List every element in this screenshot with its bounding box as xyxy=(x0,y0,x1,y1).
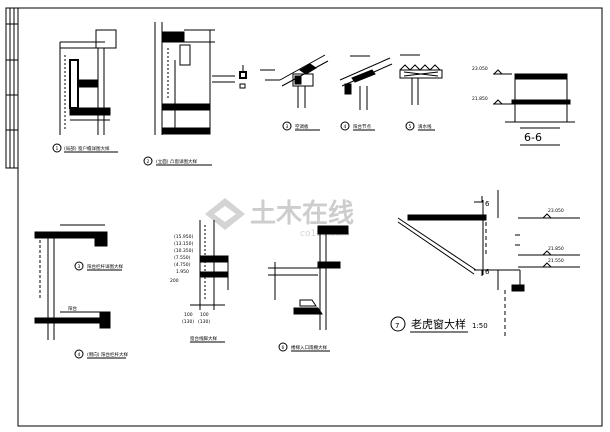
section-6-6: 23.050 21.850 6-6 xyxy=(472,66,575,146)
elev-top-upper: 23.050 xyxy=(472,66,488,72)
detail-1: 1 (局部) 窗户檐详图大样 xyxy=(52,29,118,153)
detail-4-marker xyxy=(340,121,350,131)
detail-7-title: 老虎窗大样 xyxy=(411,317,466,331)
svg-text:阳台: 阳台 xyxy=(68,305,77,312)
elev-top-lower: 21.850 xyxy=(472,96,488,102)
svg-text:100: 100 xyxy=(200,312,209,318)
elev-right-2: 21.850 xyxy=(548,246,564,252)
detail-3-title: 空调板 xyxy=(295,123,309,130)
svg-text:2: 2 xyxy=(147,159,150,165)
detail-2: 2 (立面) 凸窗详图大样 xyxy=(143,22,215,166)
detail-6: 6 楼梯入口雨棚大样 xyxy=(268,225,349,352)
detail-5: 5 滴水线 xyxy=(399,54,443,131)
detail-5-title: 滴水线 xyxy=(418,123,432,130)
detail-side-railing: 阳台 4 (侧向) 阳台栏杆大样 xyxy=(34,300,128,359)
detail-b-marker xyxy=(74,349,84,359)
detail-3-marker xyxy=(282,121,292,131)
detail-7-scale: 1:50 xyxy=(472,322,488,330)
svg-text:(130): (130) xyxy=(182,319,194,325)
detail-a-marker xyxy=(74,261,84,271)
svg-text:(130): (130) xyxy=(198,319,210,325)
detail-1-marker xyxy=(52,143,62,153)
svg-text:(4.750): (4.750) xyxy=(174,262,191,268)
svg-text:4: 4 xyxy=(78,352,81,358)
svg-text:(13.150): (13.150) xyxy=(174,241,194,247)
detail-4: 4 阳台节点 xyxy=(339,55,393,131)
detail-b-title: (侧向) 阳台栏杆大样 xyxy=(87,351,128,358)
elev-right-1: 23.050 xyxy=(548,208,564,214)
section-mark-upper: 6 xyxy=(485,200,490,208)
detail-6-title: 楼梯入口雨棚大样 xyxy=(291,344,327,351)
detail-3: 3 空调板 xyxy=(260,54,329,131)
detail-6-marker xyxy=(278,342,288,352)
detail-1-title: (局部) 窗户檐详图大样 xyxy=(64,145,110,152)
detail-c-title: 窗台线脚大样 xyxy=(190,335,217,342)
svg-text:(15.950): (15.950) xyxy=(174,234,194,240)
svg-text:6: 6 xyxy=(282,345,285,351)
svg-text:1: 1 xyxy=(56,146,59,152)
sheet-border xyxy=(17,7,603,427)
detail-2-title: (立面) 凸窗详图大样 xyxy=(156,158,197,165)
svg-text:200: 200 xyxy=(170,278,179,284)
detail-7-marker xyxy=(390,316,406,332)
svg-text:3: 3 xyxy=(78,264,81,270)
section-title: 6-6 xyxy=(524,131,542,144)
symbol-small xyxy=(212,65,247,89)
svg-text:100: 100 xyxy=(184,312,193,318)
detail-5-marker xyxy=(405,121,415,131)
svg-text:7: 7 xyxy=(395,322,399,330)
svg-text:(10.350): (10.350) xyxy=(174,248,194,254)
svg-text:1.950: 1.950 xyxy=(176,269,189,275)
svg-text:5: 5 xyxy=(409,124,412,130)
title-strip xyxy=(5,7,19,169)
svg-text:4: 4 xyxy=(344,124,347,130)
detail-4-title: 阳台节点 xyxy=(353,123,371,130)
detail-a-title: 阳台栏杆详图大样 xyxy=(87,263,123,270)
detail-sill: (15.950) (13.150) (10.350) (7.550) (4.75… xyxy=(170,220,229,343)
detail-7: 6 6 23.050 21.850 21.550 7 老虎窗大样 1:50 xyxy=(390,190,580,336)
watermark-logo-icon xyxy=(205,198,245,230)
elev-right-3: 21.550 xyxy=(548,258,564,264)
detail-balcony-railing: 3 阳台栏杆详图大样 xyxy=(34,224,123,300)
detail-2-marker xyxy=(143,156,153,166)
watermark-text: 土木在线 xyxy=(250,199,354,229)
svg-text:3: 3 xyxy=(286,124,289,130)
svg-text:(7.550): (7.550) xyxy=(174,255,191,261)
section-mark-lower: 6 xyxy=(485,268,490,276)
